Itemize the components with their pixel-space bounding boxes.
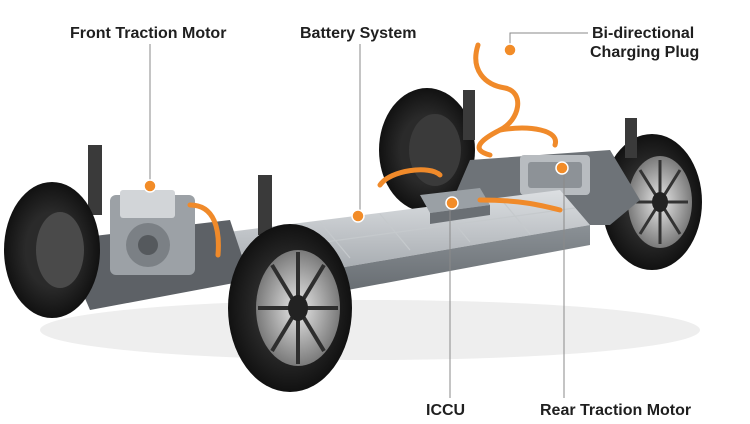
ground-shadow (40, 300, 700, 360)
suspension-struts (88, 90, 637, 235)
front-left-wheel (4, 182, 100, 318)
charging-plug-marker (503, 43, 517, 57)
hv-cables (187, 42, 563, 258)
rear-traction-motor-label: Rear Traction Motor (540, 402, 692, 419)
battery-marker (351, 209, 365, 223)
battery-system-label: Battery System (300, 25, 417, 42)
rear-left-wheel (379, 88, 475, 212)
rear-right-wheel (602, 134, 702, 270)
front-traction-motor-label: Front Traction Motor (70, 25, 227, 42)
front-subframe (60, 190, 250, 310)
iccu-label: ICCU (426, 402, 466, 419)
rear-motor-marker (555, 161, 569, 175)
charging-plug-label-line2: Charging Plug (590, 44, 700, 61)
callout-markers (143, 43, 569, 223)
iccu-marker (445, 196, 459, 210)
charging-plug-label-line1: Bi-directional (592, 25, 695, 42)
front-motor-marker (143, 179, 157, 193)
front-right-wheel (228, 224, 352, 392)
